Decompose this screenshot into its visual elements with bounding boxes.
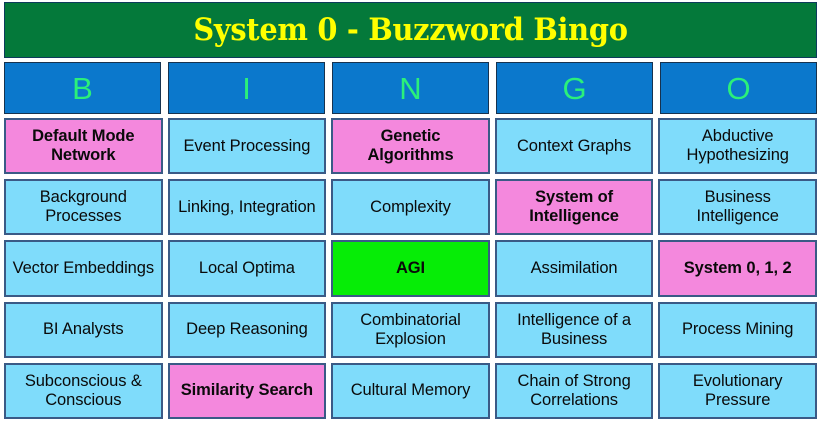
bingo-cell[interactable]: BI Analysts xyxy=(4,301,163,358)
bingo-cell[interactable]: Background Processes xyxy=(4,179,163,236)
header-letter: O xyxy=(726,70,751,106)
bingo-cell-label: System of Intelligence xyxy=(529,188,619,226)
header-cell-g: G xyxy=(496,62,653,114)
bingo-grid: Default Mode Network Event Processing Ge… xyxy=(4,118,817,420)
bingo-cell-label: Intelligence of a Business xyxy=(517,310,632,348)
bingo-cell-label: Subconscious & Conscious xyxy=(24,371,142,409)
bingo-cell[interactable]: Process Mining xyxy=(658,301,817,358)
bingo-cell-label: BI Analysts xyxy=(43,320,124,339)
page-title: System 0 - Buzzword Bingo xyxy=(193,11,628,48)
header-letter: B xyxy=(72,70,93,106)
bingo-cell-label: Deep Reasoning xyxy=(186,320,308,339)
bingo-cell-label: Cultural Memory xyxy=(350,381,471,400)
bingo-cell-label: Linking, Integration xyxy=(178,197,316,216)
bingo-cell-label: Genetic Algorithms xyxy=(367,126,454,165)
bingo-cell-label: Default Mode Network xyxy=(32,126,135,165)
bingo-cell-label: Assimilation xyxy=(530,258,618,277)
header-cell-o: O xyxy=(660,62,817,114)
bingo-cell-label: Business Intelligence xyxy=(696,188,779,226)
bingo-cell-label: Context Graphs xyxy=(516,136,632,155)
bingo-cell[interactable]: Context Graphs xyxy=(494,118,654,175)
bingo-cell[interactable]: Event Processing xyxy=(167,118,327,175)
bingo-cell-label: System 0, 1, 2 xyxy=(683,258,792,277)
bingo-cell[interactable]: Subconscious & Conscious xyxy=(4,362,163,420)
header-cell-b: B xyxy=(4,62,161,114)
bingo-cell[interactable]: Business Intelligence xyxy=(658,179,817,236)
bingo-cell[interactable]: Complexity xyxy=(331,179,490,236)
bingo-cell[interactable]: Abductive Hypothesizing xyxy=(658,118,817,175)
bingo-cell[interactable]: Evolutionary Pressure xyxy=(658,362,817,420)
bingo-cell[interactable]: Default Mode Network xyxy=(4,118,163,175)
bingo-row: Subconscious & Conscious Similarity Sear… xyxy=(4,362,817,420)
card-title-bar: System 0 - Buzzword Bingo xyxy=(4,2,817,58)
bingo-cell[interactable]: System 0, 1, 2 xyxy=(658,240,817,297)
header-cell-i: I xyxy=(168,62,325,114)
bingo-row: Vector Embeddings Local Optima AGI Assim… xyxy=(4,240,817,297)
bingo-cell[interactable]: Local Optima xyxy=(167,240,327,297)
bingo-cell-label: Background Processes xyxy=(39,188,127,226)
bingo-cell[interactable]: Similarity Search xyxy=(167,362,327,420)
bingo-cell[interactable]: Linking, Integration xyxy=(167,179,327,236)
bingo-cell-label: Complexity xyxy=(370,197,451,216)
bingo-cell-label: Similarity Search xyxy=(180,381,313,400)
bingo-cell-label: Combinatorial Explosion xyxy=(360,310,461,348)
bingo-cell[interactable]: Genetic Algorithms xyxy=(331,118,490,175)
bingo-cell[interactable]: System of Intelligence xyxy=(494,179,654,236)
bingo-cell[interactable]: Deep Reasoning xyxy=(167,301,327,358)
header-letter: G xyxy=(562,70,587,106)
bingo-cell[interactable]: Intelligence of a Business xyxy=(494,301,654,358)
header-letter: N xyxy=(399,70,422,106)
bingo-header-row: B I N G O xyxy=(4,62,817,114)
bingo-cell-free[interactable]: AGI xyxy=(331,240,490,297)
bingo-cell[interactable]: Chain of Strong Correlations xyxy=(494,362,654,420)
bingo-cell-label: Event Processing xyxy=(183,136,311,155)
bingo-cell-label: Evolutionary Pressure xyxy=(692,371,783,409)
bingo-cell[interactable]: Assimilation xyxy=(494,240,654,297)
bingo-row: Default Mode Network Event Processing Ge… xyxy=(4,118,817,175)
bingo-cell[interactable]: Vector Embeddings xyxy=(4,240,163,297)
bingo-cell-label: Local Optima xyxy=(198,258,295,277)
bingo-cell-label: AGI xyxy=(395,258,425,277)
bingo-row: BI Analysts Deep Reasoning Combinatorial… xyxy=(4,301,817,358)
header-cell-n: N xyxy=(332,62,489,114)
bingo-row: Background Processes Linking, Integratio… xyxy=(4,179,817,236)
bingo-cell-label: Abductive Hypothesizing xyxy=(686,126,789,165)
bingo-cell[interactable]: Combinatorial Explosion xyxy=(331,301,490,358)
bingo-cell[interactable]: Cultural Memory xyxy=(331,362,490,420)
bingo-cell-label: Vector Embeddings xyxy=(12,258,154,277)
header-letter: I xyxy=(242,70,251,106)
bingo-cell-label: Process Mining xyxy=(681,320,794,339)
bingo-cell-label: Chain of Strong Correlations xyxy=(517,371,631,409)
